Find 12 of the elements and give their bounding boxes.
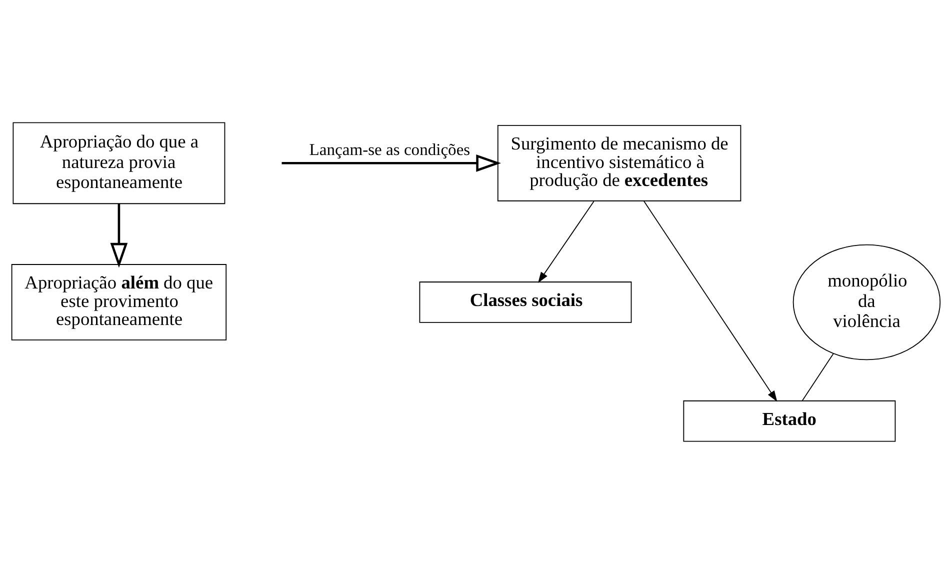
arrow [643, 200, 778, 402]
node-box: Surgimento de mecanismo de incentivo sistemático à produção de excedentes [497, 124, 742, 201]
arrow [282, 154, 502, 172]
node-box: Classes sociais [419, 281, 632, 322]
arrow [110, 203, 128, 268]
node-box: Apropriação do que a natureza provia espontaneamente [12, 122, 226, 204]
connector [802, 352, 834, 401]
edge-label: Lançam-se as condições [309, 140, 470, 159]
arrow [538, 200, 594, 283]
node-ellipse: monopólio da violência [792, 244, 941, 360]
node-box: Apropriação além do que este provimento espontaneamente [11, 264, 227, 340]
node-box: Estado [683, 400, 896, 442]
